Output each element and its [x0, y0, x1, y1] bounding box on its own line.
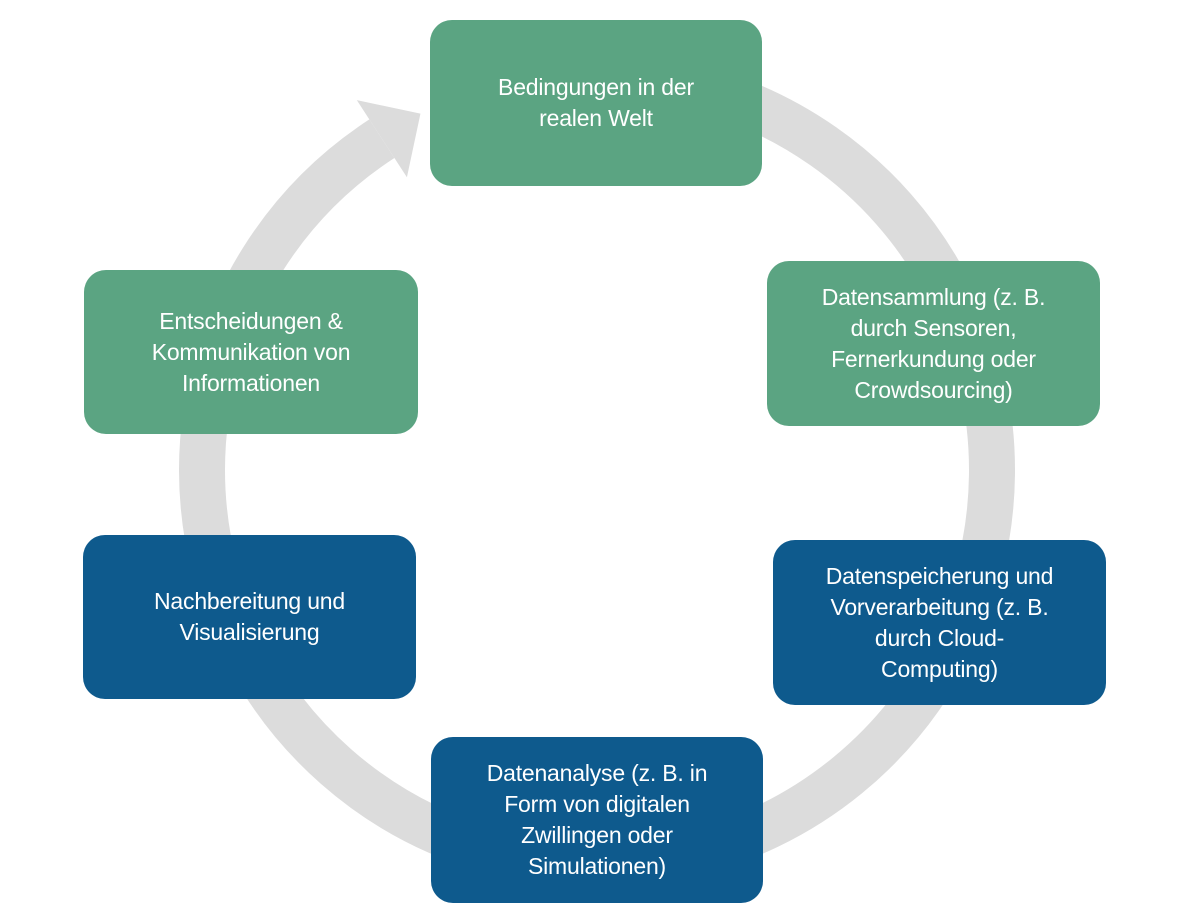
step-line: Datenanalyse (z. B. in [486, 760, 708, 786]
step-line: Simulationen) [527, 853, 667, 879]
step-line: Entscheidungen & [159, 307, 343, 334]
step-line: Informationen [181, 369, 321, 396]
step-data-analysis: Datenanalyse (z. B. in Form von digitale… [431, 737, 763, 903]
step-decisions: Entscheidungen & Kommunikation von Infor… [84, 270, 418, 434]
step-line: durch Cloud- [874, 624, 1005, 651]
step-visualization: Nachbereitung und Visualisierung [83, 535, 416, 699]
cycle-arrowhead-icon [356, 100, 421, 178]
step-line: Zwillingen oder [521, 822, 673, 848]
step-line: Bedingungen in der [498, 74, 694, 100]
step-real-world-conditions: Bedingungen in der realen Welt [430, 20, 762, 186]
step-line: Visualisierung [179, 619, 320, 645]
step-data-storage: Datenspeicherung und Vorverarbeitung (z.… [773, 540, 1106, 705]
step-line: Form von digitalen [504, 791, 690, 817]
step-line: Fernerkundung oder [831, 345, 1036, 372]
step-line: durch Sensoren, [850, 314, 1017, 341]
step-line: Computing) [881, 655, 998, 682]
step-line: realen Welt [539, 105, 653, 131]
step-line: Nachbereitung und [154, 588, 345, 614]
step-line: Vorverarbeitung (z. B. [830, 593, 1049, 620]
step-line: Datenspeicherung und [825, 562, 1054, 589]
step-data-collection: Datensammlung (z. B. durch Sensoren, Fer… [767, 261, 1100, 426]
step-line: Datensammlung (z. B. [821, 283, 1046, 310]
step-line: Kommunikation von [151, 338, 351, 365]
step-line: Crowdsourcing) [854, 376, 1013, 403]
